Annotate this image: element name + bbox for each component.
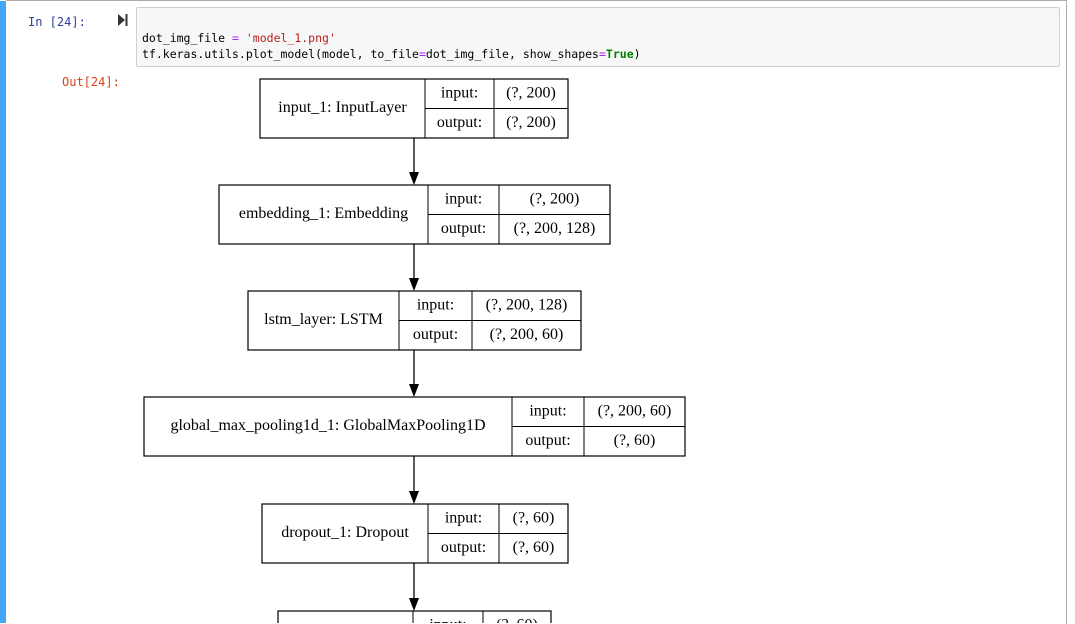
layer-name: input_1: InputLayer bbox=[278, 99, 407, 116]
code-token: dot_img_file, show_shapes bbox=[425, 47, 599, 61]
input-shape: (?, 200) bbox=[506, 84, 556, 101]
input-label: input: bbox=[417, 296, 454, 313]
layer-name: global_max_pooling1d_1: GlobalMaxPooling… bbox=[170, 417, 485, 434]
run-cell-icon[interactable] bbox=[118, 14, 128, 26]
cell-selection-bar bbox=[0, 1, 6, 623]
input-shape: (?, 200) bbox=[530, 190, 580, 207]
output-label: output: bbox=[441, 220, 486, 237]
output-shape: (?, 60) bbox=[614, 432, 656, 449]
code-token: ) bbox=[633, 47, 641, 61]
arrowhead-icon bbox=[409, 491, 419, 504]
output-label: output: bbox=[437, 114, 482, 131]
output-label: output: bbox=[441, 539, 486, 556]
code-line-2: tf.keras.utils.plot_model(model, to_file… bbox=[142, 47, 641, 61]
arrowhead-icon bbox=[409, 384, 419, 397]
arrowhead-icon bbox=[409, 598, 419, 611]
code-token: 'model_1.png' bbox=[245, 31, 336, 45]
input-shape: (?, 200, 128) bbox=[486, 296, 568, 313]
output-label: output: bbox=[413, 326, 458, 343]
code-token: = bbox=[418, 47, 426, 61]
input-label: input: bbox=[441, 84, 478, 101]
input-shape: (?, 200, 60) bbox=[598, 402, 672, 419]
input-prompt: In [24]: bbox=[28, 15, 86, 29]
code-token: = bbox=[225, 31, 246, 45]
input-shape: (?, 60) bbox=[496, 616, 538, 623]
layer-name: lstm_layer: LSTM bbox=[264, 311, 383, 328]
code-token: True bbox=[605, 47, 634, 61]
arrowhead-icon bbox=[409, 172, 419, 185]
code-token: = bbox=[598, 47, 606, 61]
code-token: dot_img_file bbox=[142, 31, 226, 45]
output-label: output: bbox=[525, 432, 570, 449]
output-shape: (?, 200, 60) bbox=[490, 326, 564, 343]
layer-name: dropout_1: Dropout bbox=[281, 524, 409, 541]
input-label: input: bbox=[445, 509, 482, 526]
input-shape: (?, 60) bbox=[513, 509, 555, 526]
code-token: tf.keras.utils.plot_model(model, to_file bbox=[142, 47, 419, 61]
input-label: input: bbox=[429, 616, 466, 623]
code-line-1: dot_img_file = 'model_1.png' bbox=[142, 31, 336, 45]
input-label: input: bbox=[445, 190, 482, 207]
output-shape: (?, 60) bbox=[513, 539, 555, 556]
output-shape: (?, 200) bbox=[506, 114, 556, 131]
arrowhead-icon bbox=[409, 278, 419, 291]
output-prompt: Out[24]: bbox=[62, 75, 120, 89]
output-shape: (?, 200, 128) bbox=[514, 220, 596, 237]
code-editor[interactable]: dot_img_file = 'model_1.png' tf.keras.ut… bbox=[136, 7, 1060, 67]
notebook-cell[interactable] bbox=[6, 0, 1067, 624]
input-label: input: bbox=[529, 402, 566, 419]
layer-name: embedding_1: Embedding bbox=[239, 205, 408, 222]
